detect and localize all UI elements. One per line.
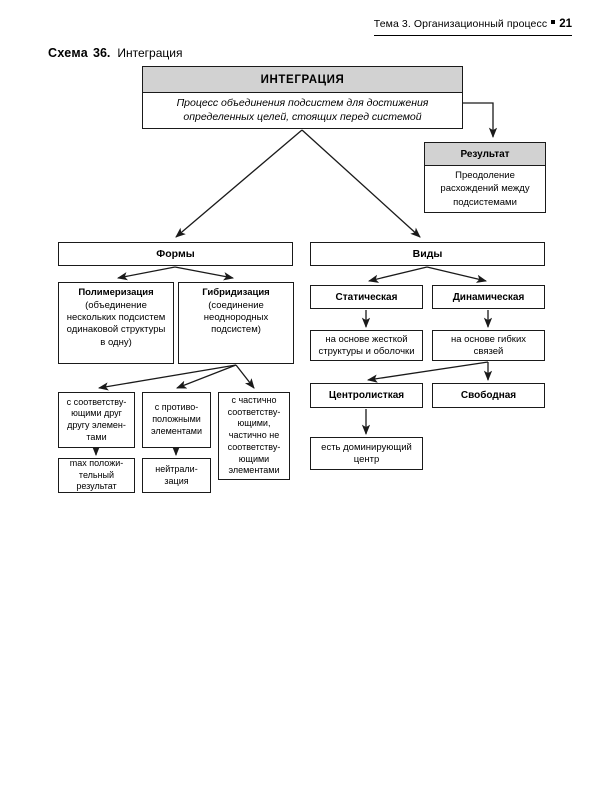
- node-polymerization[interactable]: Полимеризация (объединение нескольких по…: [58, 282, 174, 364]
- node-kinds[interactable]: Виды: [310, 242, 545, 266]
- node-hybridization-definition: (соединение неоднородных подсистем): [203, 300, 269, 336]
- node-static[interactable]: Статическая: [310, 285, 423, 309]
- node-rigid-basis-label: на основе жесткой структуры и оболочки: [318, 333, 415, 357]
- caption-number: 36.: [93, 46, 111, 60]
- edge-flexible-centrolist: [366, 361, 489, 383]
- edge-kinds-dynamic: [426, 266, 488, 283]
- caption-title: Интеграция: [117, 46, 183, 60]
- node-neutralization-label: нейтрали­зация: [155, 463, 198, 486]
- node-result-header: Результат: [425, 143, 545, 166]
- node-polymerization-term: Полимеризация: [78, 287, 154, 298]
- node-match[interactable]: с соответству­ющими друг другу элемен­та…: [58, 392, 135, 448]
- node-polymerization-body: Полимеризация (объединение нескольких по…: [59, 283, 173, 363]
- edge-hybridization-partial: [235, 364, 255, 389]
- edge-integration-kinds: [301, 129, 421, 238]
- node-opposite-label: с противо­положными элементами: [150, 402, 203, 436]
- node-centrolist-label: Центролисткая: [328, 390, 405, 401]
- node-forms[interactable]: Формы: [58, 242, 293, 266]
- node-partial-label: с частично соответству­ющими, частично н…: [227, 395, 281, 476]
- edge-forms-polymerization: [116, 266, 176, 281]
- node-forms-label: Формы: [156, 248, 195, 260]
- square-bullet-icon: [551, 20, 556, 25]
- node-max-result-label: max положи­тельный результат: [69, 458, 124, 492]
- node-integration-body: Процесс объединения подсистем для достиж…: [176, 96, 429, 123]
- node-flexible-basis-label: на основе гибких связей: [450, 333, 527, 357]
- node-match-label: с соответству­ющими друг другу элемен­та…: [66, 396, 127, 442]
- edge-kinds-static: [367, 266, 428, 283]
- node-free-label: Свободная: [460, 390, 517, 401]
- node-kinds-label: Виды: [412, 248, 443, 260]
- edge-hybridization-opposite: [176, 364, 237, 389]
- node-centrolist[interactable]: Центролисткая: [310, 383, 423, 408]
- node-partial[interactable]: с частично соответству­ющими, частично н…: [218, 392, 290, 480]
- running-head: Тема 3. Организационный процесс 21: [373, 14, 572, 36]
- node-hybridization[interactable]: Гибридизация (соединение неоднородных по…: [178, 282, 294, 364]
- node-neutralization[interactable]: нейтрали­зация: [142, 458, 211, 493]
- node-result[interactable]: Результат Преодоление расхождений между …: [424, 142, 546, 213]
- node-rigid-basis[interactable]: на основе жесткой структуры и оболочки: [310, 330, 423, 361]
- node-dynamic[interactable]: Динамическая: [432, 285, 545, 309]
- node-dominant-center-label: есть доминирующий центр: [321, 441, 412, 465]
- node-integration-header: ИНТЕГРАЦИЯ: [143, 67, 462, 93]
- node-static-label: Статическая: [335, 291, 398, 303]
- caption-label: Схема: [48, 46, 88, 60]
- node-dominant-center[interactable]: есть доминирующий центр: [310, 437, 423, 470]
- node-integration[interactable]: ИНТЕГРАЦИЯ Процесс объединения подсистем…: [142, 66, 463, 129]
- node-dynamic-label: Динамическая: [452, 291, 525, 303]
- node-max-result[interactable]: max положи­тельный результат: [58, 458, 135, 493]
- edge-integration-forms: [175, 129, 303, 238]
- running-head-text: Тема 3. Организационный процесс: [373, 18, 548, 30]
- node-result-body: Преодоление расхождений между подсистема…: [440, 170, 530, 208]
- edge-forms-hybridization: [174, 266, 235, 281]
- node-opposite[interactable]: с противо­положными элементами: [142, 392, 211, 448]
- node-polymerization-definition: (объединение нескольких подсистем одинак…: [66, 300, 166, 348]
- node-hybridization-body: Гибридизация (соединение неоднородных по…: [179, 283, 293, 363]
- page-number: 21: [559, 18, 572, 30]
- edge-integration-result: [463, 102, 498, 139]
- figure-caption: Схема 36. Интеграция: [48, 44, 182, 62]
- node-hybridization-term: Гибридизация: [202, 287, 270, 298]
- node-flexible-basis[interactable]: на основе гибких связей: [432, 330, 545, 361]
- node-free[interactable]: Свободная: [432, 383, 545, 408]
- edge-hybridization-match: [97, 364, 237, 391]
